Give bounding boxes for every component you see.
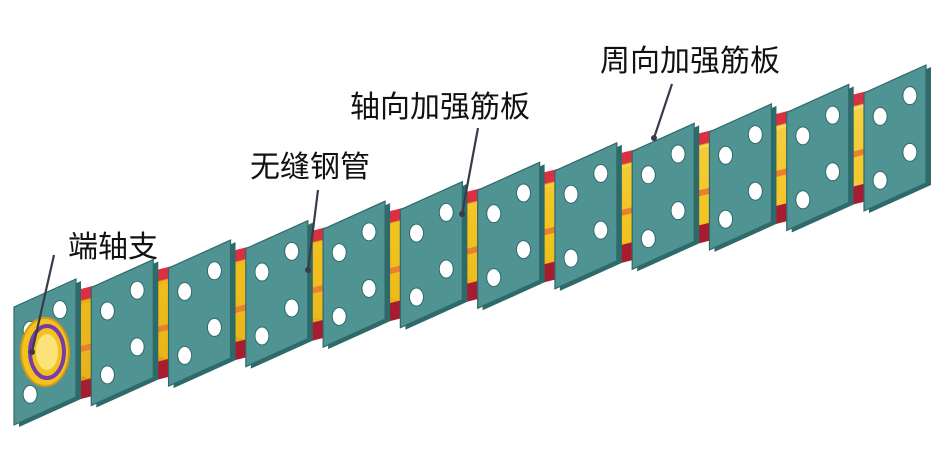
flange-plate: [245, 219, 313, 369]
label-seamless-steel-pipe: 无缝钢管: [250, 150, 370, 185]
bolt-hole: [254, 262, 270, 282]
bolt-hole: [872, 170, 888, 190]
bolt-hole: [902, 86, 918, 106]
bolt-hole: [408, 223, 424, 243]
bolt-hole: [640, 165, 656, 185]
bolt-hole: [22, 384, 38, 404]
bolt-hole: [718, 145, 734, 165]
bolt-hole: [718, 209, 734, 229]
bolt-hole: [52, 300, 68, 320]
bolt-hole: [825, 162, 841, 182]
flange-plate: [554, 141, 622, 291]
bolt-hole: [438, 259, 454, 279]
bolt-hole: [99, 365, 115, 385]
flange-plate: [708, 102, 777, 252]
flange-plate: [786, 83, 854, 233]
bolt-hole: [99, 301, 115, 321]
bolt-hole: [486, 268, 502, 288]
bolt-hole: [331, 307, 347, 327]
bolt-hole: [747, 125, 763, 145]
leader-line: [652, 83, 674, 139]
bolt-hole: [361, 279, 377, 299]
label-end-support: 端轴支: [68, 230, 158, 265]
bolt-hole: [516, 240, 532, 260]
flange-plate: [399, 180, 468, 330]
flange-plate: [477, 161, 545, 311]
bolt-hole: [129, 280, 145, 300]
bolt-hole: [284, 241, 300, 261]
bolt-hole: [206, 261, 222, 281]
end-support-core: [36, 334, 58, 370]
bolt-hole: [563, 248, 579, 268]
circumferential-stiffeners: [13, 64, 931, 427]
bolt-hole: [795, 190, 811, 210]
bolt-hole: [177, 281, 193, 301]
bolt-hole: [563, 184, 579, 204]
bolt-hole: [254, 326, 270, 346]
bolt-hole: [640, 229, 656, 249]
flange-plate: [167, 239, 236, 389]
bolt-hole: [438, 202, 454, 222]
flange-plate: [13, 278, 81, 427]
bolt-hole: [516, 183, 532, 203]
bolt-hole: [486, 204, 502, 224]
label-circumferential-stiffener: 周向加强筋板: [600, 44, 780, 79]
bolt-hole: [129, 337, 145, 357]
bolt-hole: [902, 142, 918, 162]
bolt-hole: [670, 201, 686, 221]
flange-plate: [90, 258, 159, 408]
leader-dot: [305, 267, 311, 273]
flange-plate: [322, 200, 391, 350]
callout-leaders: [29, 83, 674, 355]
leader-line: [30, 254, 56, 353]
bolt-hole: [331, 243, 347, 263]
label-axial-stiffener: 轴向加强筋板: [350, 90, 530, 125]
flange-plate: [863, 64, 931, 213]
bolt-hole: [284, 298, 300, 318]
leader-line: [306, 189, 320, 271]
bolt-hole: [361, 222, 377, 242]
bolt-hole: [670, 144, 686, 164]
bolt-hole: [825, 105, 841, 125]
leader-line: [460, 127, 480, 215]
leader-dot: [651, 135, 657, 141]
bolt-hole: [206, 317, 222, 337]
leader-dot: [29, 349, 35, 355]
bolt-hole: [593, 220, 609, 240]
flange-plate: [631, 122, 700, 272]
bolt-hole: [408, 287, 424, 307]
bolt-hole: [795, 126, 811, 146]
leader-dot: [459, 211, 465, 217]
bolt-hole: [593, 163, 609, 183]
bolt-hole: [177, 345, 193, 365]
bolt-hole: [747, 181, 763, 201]
bolt-hole: [872, 106, 888, 126]
